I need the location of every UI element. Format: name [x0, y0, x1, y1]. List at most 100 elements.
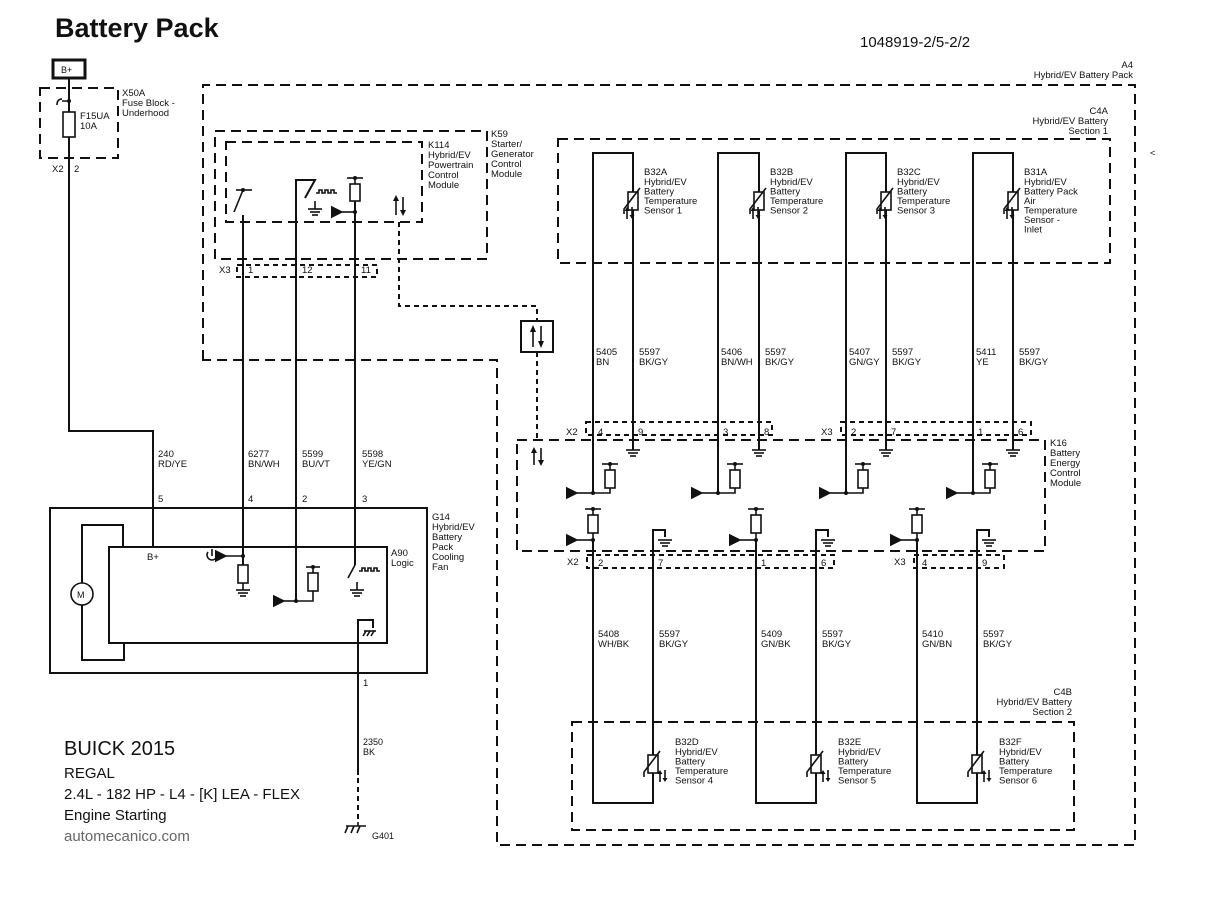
sensor-name: Hybrid/EV	[897, 177, 940, 188]
wire-color: BN	[596, 357, 609, 368]
sensor-name: Temperature	[838, 766, 891, 777]
c4b-name: Section 2	[1032, 707, 1072, 718]
wire-circuit: 5406	[721, 347, 742, 358]
sensor-name: Sensor 6	[999, 776, 1037, 787]
sensor-name: Battery	[838, 757, 868, 768]
sensor-name: Temperature	[1024, 206, 1077, 217]
wire-color: BK/GY	[822, 639, 852, 650]
thermistor-icon	[623, 187, 641, 214]
sensor-name: Hybrid/EV	[675, 747, 718, 758]
a4-name: Hybrid/EV Battery Pack	[1034, 70, 1134, 81]
a90-name: Logic	[391, 558, 414, 569]
pullup-resistor-icon	[727, 462, 743, 489]
g14-name: Battery	[432, 532, 462, 543]
connector-pin: 4	[922, 558, 927, 569]
fan-feedback-output	[347, 508, 380, 597]
c4a-name: Section 1	[1068, 126, 1108, 137]
sensor-name: Battery	[675, 757, 705, 768]
ground-icon	[626, 449, 640, 457]
thermistor-icon	[643, 750, 661, 777]
sensor-id: B32F	[999, 737, 1022, 748]
wire-circuit: 5411	[976, 347, 996, 358]
fan-enable-input	[206, 508, 250, 597]
connector-pin: 9	[638, 427, 643, 438]
c4a-id: C4A	[1090, 106, 1109, 117]
sensor-name: Battery	[770, 187, 800, 198]
serial-data-icon	[1004, 207, 1015, 219]
g14-name: Cooling	[432, 552, 464, 563]
sensor-name: Battery	[999, 757, 1029, 768]
k114-pin: 12	[302, 265, 313, 276]
vehicle-system: Engine Starting	[64, 807, 167, 824]
wire-circuit: 5409	[761, 629, 782, 640]
thermistor-icon	[749, 187, 767, 214]
vehicle-info: BUICK 2015 REGAL 2.4L - 182 HP - L4 - [K…	[64, 738, 300, 845]
serial-data-icon	[877, 207, 888, 219]
thermistor-icon	[967, 750, 985, 777]
thermistor-icon	[876, 187, 894, 214]
k16-name: Energy	[1050, 458, 1080, 469]
sensor-id: B32C	[897, 167, 921, 178]
vehicle-make-year: BUICK 2015	[64, 738, 175, 760]
fan-ground-pin: 1	[363, 678, 368, 689]
connector-pin: 8	[764, 427, 769, 438]
sensor-name: Temperature	[644, 196, 697, 207]
wire-circuit: 5405	[596, 347, 617, 358]
a90-id: A90	[391, 548, 408, 559]
k16-name: Control	[1050, 468, 1081, 479]
c4b-name: Hybrid/EV Battery	[997, 697, 1073, 708]
k16-connector-top-x2: X2	[566, 427, 578, 438]
wire-color: BK/GY	[892, 357, 922, 368]
sensor-id: B31A	[1024, 167, 1048, 178]
sensor-name: Sensor 5	[838, 776, 876, 787]
fuse-block-id: X50A	[122, 88, 146, 99]
document-number: 1048919-2/5-2/2	[860, 34, 970, 51]
fuse-icon	[62, 111, 76, 138]
serial-data-gateway-icon	[520, 320, 554, 353]
wire-color: BK/GY	[1019, 357, 1049, 368]
g14-id: G14	[432, 512, 450, 523]
wire-color: GN/BN	[922, 639, 952, 650]
fan-feed-wire	[68, 400, 154, 547]
wire-color: GN/GY	[849, 357, 880, 368]
k114-module: K114 Hybrid/EV Powertrain Control Module	[219, 140, 473, 508]
sensor-wire	[755, 529, 829, 804]
sensor-name: Temperature	[770, 196, 823, 207]
wire-circuit: 5597	[822, 629, 843, 640]
wire-color: YE/GN	[362, 459, 392, 470]
sensor-wire	[592, 152, 634, 493]
battery-positive-source: B+	[51, 58, 87, 80]
wire-circuit: 5597	[659, 629, 680, 640]
fuse-block-x50a: F15UA 10A X50A Fuse Block - Underhood X2…	[39, 78, 175, 400]
ground-icon	[658, 539, 672, 547]
k16-module: K16 Battery Energy Control Module X2 X3 …	[516, 421, 1081, 569]
connector-pin: 3	[723, 427, 728, 438]
wire-color: BK/GY	[983, 639, 1013, 650]
sensor-id: B32A	[644, 167, 668, 178]
page-title: Battery Pack	[55, 13, 220, 43]
wire-color: GN/BK	[761, 639, 791, 650]
g14-cooling-fan: G14 Hybrid/EV Battery Pack Cooling Fan M…	[49, 507, 475, 775]
wire-circuit: 5597	[892, 347, 913, 358]
wire-color: BK/GY	[659, 639, 689, 650]
ground-icon	[879, 449, 893, 457]
side-chevron-icon[interactable]: <	[1150, 148, 1156, 159]
sensor-name: Hybrid/EV	[838, 747, 881, 758]
serial-data-icon	[624, 207, 635, 219]
fuse-id: F15UA	[80, 111, 110, 122]
sensor-name: Air	[1024, 196, 1036, 207]
k114-pwm-switch-icon	[295, 179, 337, 508]
serial-data-icon	[981, 770, 992, 782]
wire-color: YE	[976, 357, 989, 368]
a90-logic-block	[108, 546, 388, 644]
fan-speed-input	[272, 508, 320, 608]
connector-pin: 1	[761, 558, 766, 569]
k59-name: Starter/	[491, 139, 523, 150]
k59-name: Module	[491, 169, 522, 180]
k114-connector: X3	[219, 265, 231, 276]
serial-data-link	[398, 222, 538, 320]
